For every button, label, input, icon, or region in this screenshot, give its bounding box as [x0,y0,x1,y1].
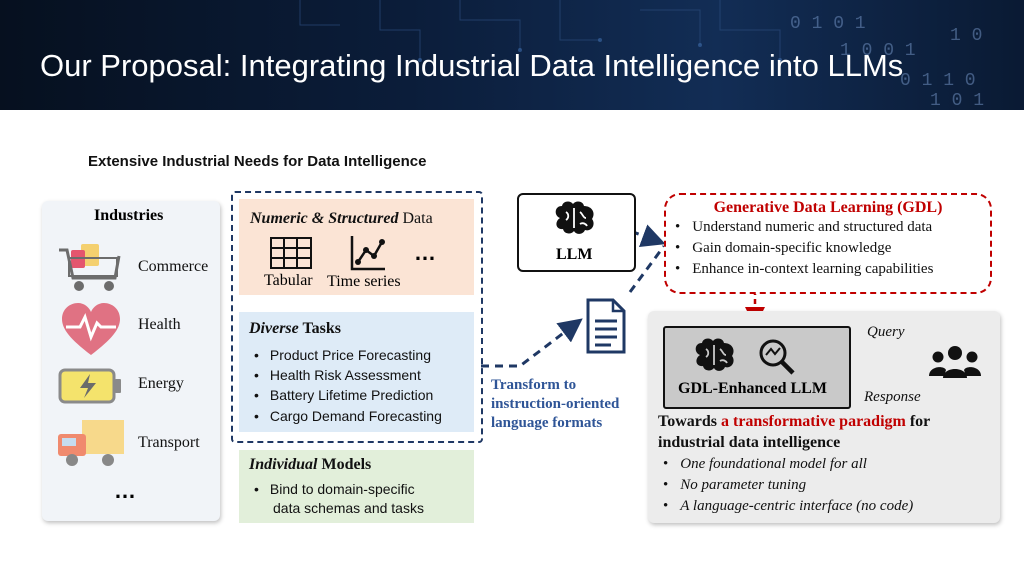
gdl-item: •Understand numeric and structured data [675,219,933,235]
query-label: Query [867,324,905,340]
towards-suffix: for [905,413,931,430]
tabular-label: Tabular [264,272,313,289]
models-heading-rest: Models [317,456,372,473]
gdl-item: •Gain domain-specific knowledge [675,240,892,256]
model-item-continued: data schemas and tasks [273,500,424,516]
benefit-item-label: No parameter tuning [680,477,807,493]
brain-icon [695,338,734,371]
numeric-more: … [414,240,438,265]
circuit-background: 0 1 0 1 1 0 0 1 0 1 1 0 1 0 1 0 1 [299,0,984,110]
title-banner: 0 1 0 1 1 0 0 1 0 1 1 0 1 0 1 0 1 Our Pr… [0,0,1024,110]
brain-icon [555,201,594,234]
benefit-item: •No parameter tuning [663,477,807,493]
gdl-enhanced-llm-box [663,326,851,409]
response-label: Response [864,389,921,405]
benefit-item: •One foundational model for all [663,456,867,472]
truck-icon [58,420,124,466]
task-item: •Health Risk Assessment [254,367,421,383]
gdl-title: Generative Data Learning (GDL) [713,199,943,216]
model-item-label: Bind to domain-specific [269,481,415,497]
industry-label-energy: Energy [138,375,184,392]
benefit-item-label: One foundational model for all [680,456,867,472]
task-item: •Battery Lifetime Prediction [254,387,434,403]
industry-label-transport: Transport [138,434,200,451]
magnifier-chart-icon [759,339,795,375]
svg-text:1 0: 1 0 [950,26,982,46]
heart-pulse-icon [62,303,120,355]
data-tasks-group [231,191,483,443]
transform-line: Transform to [491,377,577,393]
numeric-heading-rest: Data [398,210,433,227]
industry-label-commerce: Commerce [138,258,209,275]
document-icon [586,298,626,354]
numeric-heading-emphasis: Numeric & Structured [250,210,399,227]
svg-text:1 0 0 1: 1 0 0 1 [840,41,916,61]
task-item-label: Battery Lifetime Prediction [269,387,434,403]
transformative-paradigm-highlight: a transformative paradigm [720,413,906,430]
table-icon [270,237,312,269]
task-item: •Cargo Demand Forecasting [254,408,442,424]
task-item-label: Cargo Demand Forecasting [269,408,442,424]
time-series-label: Time series [327,273,401,290]
models-box [239,450,474,523]
benefit-item: •A language-centric interface (no code) [663,498,914,514]
towards-prefix: Towards [658,413,721,430]
numeric-box-heading: Numeric & Structured Data [250,210,433,228]
time-series-icon [350,236,385,271]
svg-text:0 1 0 1: 0 1 0 1 [790,14,866,34]
industry-label-health: Health [138,316,181,333]
towards-line: Towards a transformative paradigm for [658,413,930,431]
llm-label: LLM [556,246,593,263]
section-title: Extensive Industrial Needs for Data Inte… [88,153,427,170]
task-item-label: Product Price Forecasting [269,347,431,363]
tasks-box-heading: Diverse Tasks [249,320,341,338]
gdl-item-label: Enhance in-context learning capabilities [692,261,934,277]
svg-text:0 1 1 0: 0 1 1 0 [900,71,976,91]
users-group-icon [929,346,981,378]
gdl-enhanced-llm-label: GDL-Enhanced LLM [678,380,827,397]
task-item-label: Health Risk Assessment [269,367,421,383]
gdl-item-label: Understand numeric and structured data [692,219,933,235]
industries-heading: Industries [94,207,164,224]
battery-icon [58,368,121,404]
svg-text:1 0 1: 1 0 1 [930,91,984,110]
industries-more: … [114,478,138,503]
shopping-cart-icon [59,244,121,291]
models-heading-emphasis: Individual [249,456,318,473]
gdl-item: •Enhance in-context learning capabilitie… [675,261,934,277]
tasks-heading-emphasis: Diverse [249,320,299,337]
transform-line: language formats [491,415,603,431]
page-title: Our Proposal: Integrating Industrial Dat… [40,48,904,83]
towards-line-2: industrial data intelligence [658,434,841,451]
transform-line: instruction-oriented [491,396,620,412]
gdl-box [664,193,992,294]
tasks-heading-rest: Tasks [298,320,342,337]
task-item: •Product Price Forecasting [254,347,431,363]
transform-caption: Transform to instruction-oriented langua… [491,376,619,433]
gdl-item-label: Gain domain-specific knowledge [692,240,892,256]
tasks-box [239,312,474,432]
models-box-heading: Individual Models [249,456,371,474]
model-item: •Bind to domain-specific [254,481,415,497]
benefit-item-label: A language-centric interface (no code) [680,498,914,514]
